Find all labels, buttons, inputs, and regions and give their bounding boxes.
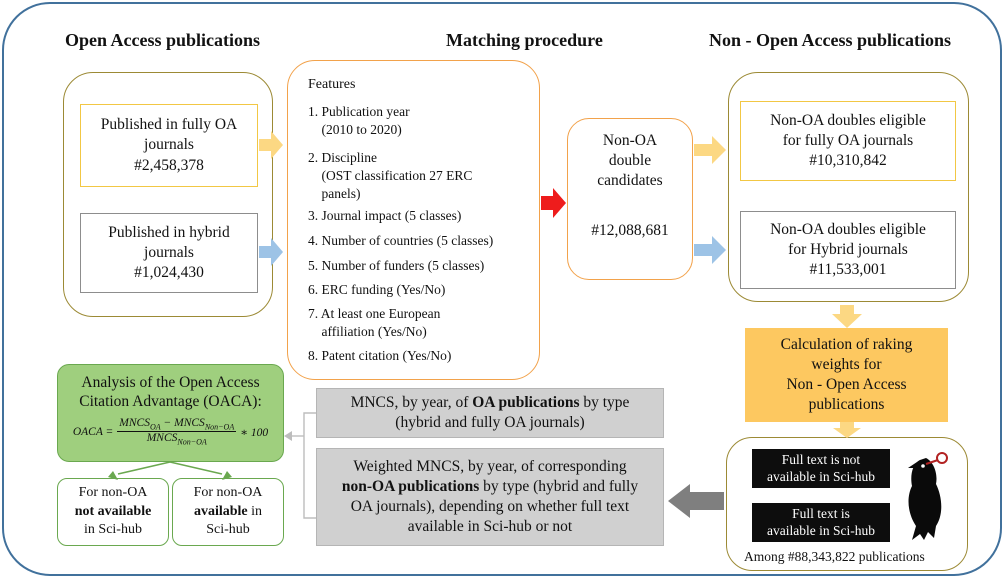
oaca-formula-lhs: OACA = (72, 425, 114, 438)
oa-fully-box: Published in fully OA journals #2,458,37… (80, 104, 258, 187)
oa-fully-line1: Published in fully OA (100, 116, 238, 134)
oa-hybrid-line2: journals (144, 243, 194, 261)
oaca-a-line1: For non-OA (193, 485, 263, 501)
scihub-among-label: Among #88,343,822 publications (744, 549, 925, 564)
header-matching: Matching procedure (446, 30, 603, 50)
green-arrowhead (222, 471, 232, 480)
oaca-num-a: MNCS (119, 416, 150, 429)
oaca-num-b-sub: Non−OA (204, 422, 235, 432)
bracket-arrow-head (284, 431, 292, 441)
gold-arrow (694, 136, 726, 164)
non-oa-fully-box: Non-OA doubles eligible for fully OA jou… (740, 101, 956, 181)
grey-arrow (668, 484, 724, 518)
bracket-connector (303, 412, 316, 519)
mncs-line2: (hybrid and fully OA journals) (395, 414, 585, 431)
weighted-line3: OA journals), depending on whether full … (350, 498, 630, 515)
scihub-not-available-label: Full text is not available in Sci-hub (752, 449, 890, 488)
calc-line4: publications (808, 396, 885, 414)
non-oa-fully-line2: for fully OA journals (782, 131, 914, 149)
gold-down-arrow (832, 305, 862, 328)
non-oa-hybrid-line1: Non-OA doubles eligible (770, 220, 926, 238)
calc-box: Calculation of raking weights for Non - … (745, 328, 948, 422)
candidates-line1: Non-OA (602, 132, 658, 149)
features-title: Features (308, 77, 356, 92)
header-oa: Open Access publications (65, 30, 261, 50)
header-non-oa: Non - Open Access publications (709, 30, 952, 50)
weighted-line1: Weighted MNCS, by year, of corresponding (353, 457, 627, 475)
oaca-a-line3: Sci-hub (206, 522, 250, 538)
oaca-available-box: For non-OA available in Sci-hub (172, 478, 284, 546)
weighted-line4: available in Sci-hub or not (407, 518, 573, 536)
oaca-na-line3: in Sci-hub (84, 522, 142, 538)
feature-item: 8. Patent citation (Yes/No) (308, 348, 452, 363)
oaca-na-line1: For non-OA (78, 485, 148, 501)
calc-line3: Non - Open Access (786, 376, 907, 393)
oaca-times: ∗ 100 (240, 426, 269, 439)
oaca-a-bold: available (193, 503, 248, 519)
feature-item: 7. At least one European affiliation (Ye… (308, 306, 441, 339)
oa-fully-line2: journals (144, 136, 194, 154)
oaca-den: MNCS (146, 432, 178, 445)
oaca-den-sub: Non−OA (177, 437, 207, 447)
oa-fully-count: #2,458,378 (134, 156, 204, 174)
weighted-bold: non-OA publications (341, 477, 480, 495)
feature-item: 2. Discipline (OST classification 27 ERC… (308, 150, 473, 201)
oa-hybrid-count: #1,024,430 (134, 264, 204, 282)
mncs-pre: MNCS, by year, of (350, 393, 473, 411)
feature-item: 6. ERC funding (Yes/No) (308, 282, 446, 297)
feature-item: 4. Number of countries (5 classes) (308, 233, 494, 248)
oaca-title-1: Analysis of the Open Access (81, 374, 260, 391)
gold-arrow (259, 131, 283, 159)
feature-item: 1. Publication year (2010 to 2020) (308, 104, 410, 137)
candidates-count: #12,088,681 (591, 222, 669, 240)
scihub-available-label: Full text is available in Sci-hub (752, 503, 890, 542)
calc-line2: weights for (811, 355, 882, 373)
blue-arrow (694, 236, 726, 264)
oa-hybrid-box: Published in hybrid journals #1,024,430 (80, 213, 258, 293)
oaca-not-available-box: For non-OA not available in Sci-hub (57, 478, 169, 546)
non-oa-hybrid-box: Non-OA doubles eligible for Hybrid journ… (740, 211, 956, 289)
features-box: Features 1. Publication year (2010 to 20… (287, 60, 540, 380)
non-oa-fully-line1: Non-OA doubles eligible (770, 111, 926, 129)
feature-item: 3. Journal impact (5 classes) (308, 208, 462, 223)
mncs-oa-box: MNCS, by year, of OA publications by typ… (316, 388, 664, 438)
raven-icon (908, 452, 948, 540)
weighted-mncs-box: Weighted MNCS, by year, of corresponding… (316, 448, 664, 546)
mncs-bold: OA publications (472, 393, 580, 411)
oaca-na-bold: not available (74, 503, 152, 519)
oaca-num-a-sub: OA (149, 422, 161, 432)
non-oa-hybrid-count: #11,533,001 (809, 261, 887, 279)
oaca-num-b: MNCS (174, 416, 205, 429)
red-arrow (541, 188, 566, 218)
gold-down-arrow (833, 422, 861, 438)
feature-item: 5. Number of funders (5 classes) (308, 258, 485, 273)
candidates-box: Non-OA double candidates #12,088,681 (567, 118, 693, 280)
calc-line1: Calculation of raking (780, 335, 913, 353)
oa-hybrid-line1: Published in hybrid (108, 223, 230, 241)
oaca-formula: OACA = MNCSOA − MNCSNon−OA MNCSNon−OA ∗ … (72, 416, 269, 447)
candidates-line3: candidates (597, 172, 663, 190)
green-arrowhead (108, 471, 118, 480)
blue-arrow (259, 238, 283, 266)
non-oa-fully-count: #10,310,842 (809, 152, 887, 170)
candidates-line2: double (608, 152, 652, 170)
non-oa-hybrid-line2: for Hybrid journals (788, 240, 908, 258)
oaca-title-2: Citation Advantage (OACA): (79, 393, 262, 411)
oaca-box: Analysis of the Open Access Citation Adv… (57, 364, 284, 462)
weighted-after-bold: by type (hybrid and fully (479, 477, 639, 495)
oaca-a-after: in (247, 503, 263, 519)
mncs-post: by type (579, 393, 630, 411)
